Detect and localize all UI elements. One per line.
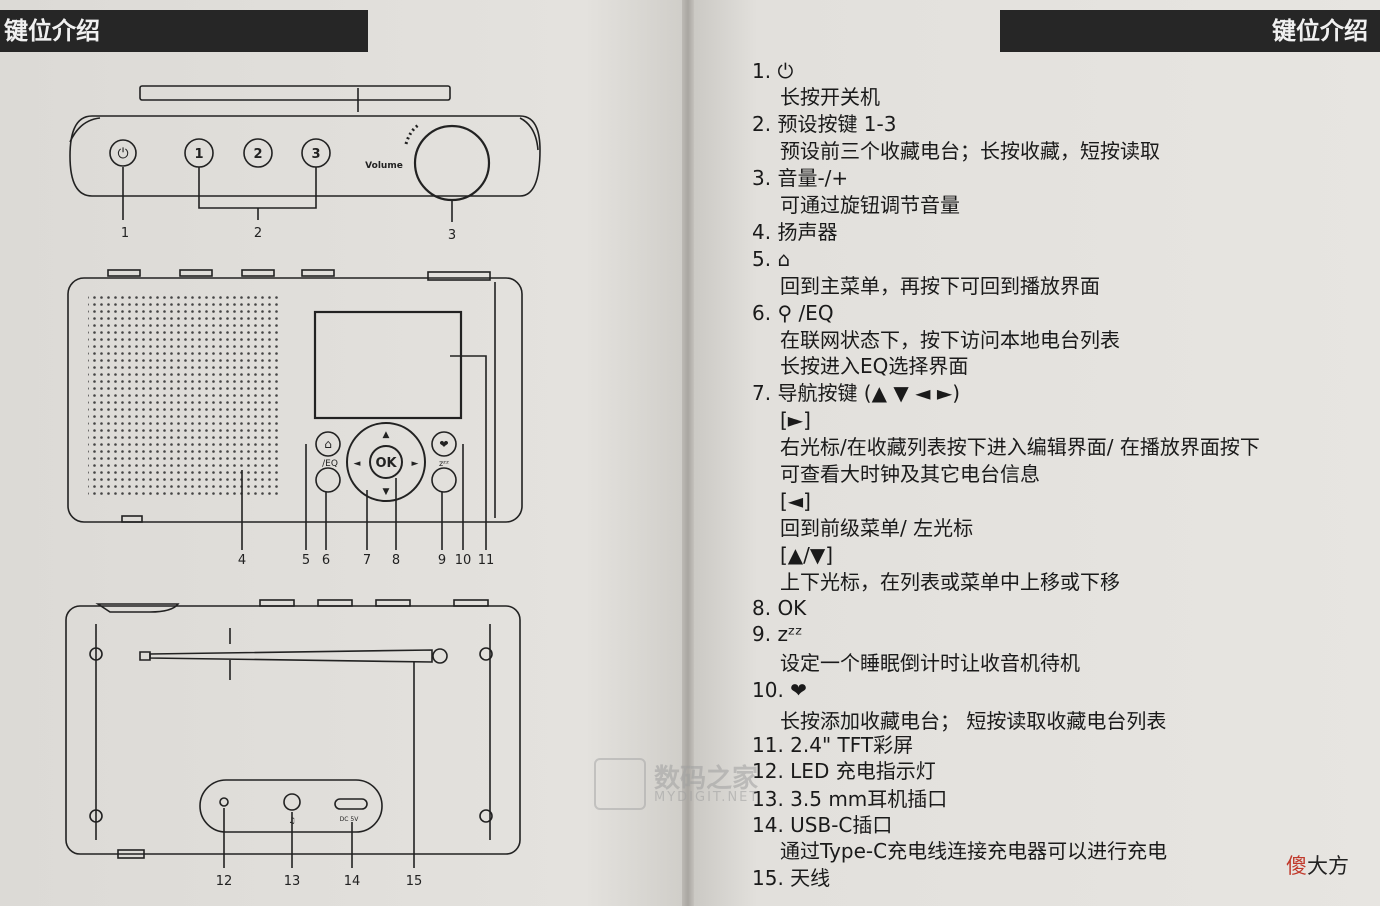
port-panel	[199, 779, 383, 833]
preset-3-label: 3	[311, 147, 320, 162]
key-line: 13. 3.5 mm耳机插口	[752, 787, 948, 811]
key-line: 3. 音量-/+	[752, 166, 849, 190]
key-line: 可通过旋钮调节音量	[780, 193, 960, 217]
key-line: 通过Type-C充电线连接充电器可以进行充电	[780, 839, 1168, 863]
callout-12: 12	[216, 874, 233, 889]
callout-14: 14	[344, 874, 361, 889]
volume-label: Volume	[365, 161, 403, 171]
tft-screen	[313, 310, 463, 420]
favorite-button	[431, 431, 457, 457]
radio-diagrams: ⏻ 1 2 3 Volume 1 2 3 ⌂ /EQ ❤ zᶻᶻ OK ▲ ▼	[65, 85, 541, 889]
key-line: 长按开关机	[780, 85, 880, 109]
key-line: 回到前级菜单/ 左光标	[780, 516, 974, 540]
key-line: 10. ❤	[752, 678, 807, 702]
back-view-body	[65, 605, 521, 855]
right-page	[688, 0, 1380, 906]
sleep-button	[431, 467, 457, 493]
key-line: 9. zᶻᶻ	[752, 622, 803, 646]
key-line: 在联网状态下，按下访问本地电台列表	[780, 328, 1120, 352]
home-icon: ⌂	[324, 437, 332, 451]
preset-1-label: 1	[194, 147, 203, 162]
key-line: 14. USB-C插口	[752, 813, 893, 837]
left-page-header: 键位介绍	[0, 10, 368, 52]
right-page-header: 键位介绍	[1000, 10, 1380, 52]
watermark: 数码之家 MYDIGIT.NET	[594, 756, 794, 814]
callout-13: 13	[284, 874, 301, 889]
eq-button	[315, 467, 341, 493]
key-line: 12. LED 充电指示灯	[752, 759, 936, 783]
nav-up-icon: ▲	[383, 430, 390, 440]
key-line: 5. ⌂	[752, 247, 791, 271]
power-button-top	[109, 139, 137, 167]
speaker-grille	[88, 296, 282, 498]
led-indicator	[219, 797, 229, 807]
watermark-line1: 数码之家	[654, 764, 759, 794]
key-line: 2. 预设按键 1-3	[752, 112, 897, 136]
key-line: 上下光标，在列表或菜单中上移或下移	[780, 570, 1120, 594]
callout-11: 11	[478, 553, 495, 568]
key-line: 4. 扬声器	[752, 220, 838, 244]
heart-icon: ❤	[439, 438, 448, 451]
usb-c-port	[334, 798, 368, 810]
watermark-line2: MYDIGIT.NET	[654, 790, 760, 805]
antenna-tip	[139, 651, 151, 661]
key-line: [◄]	[780, 489, 811, 513]
key-line: 11. 2.4" TFT彩屏	[752, 733, 914, 757]
key-line: 15. 天线	[752, 866, 831, 890]
preset-2-button	[243, 138, 273, 168]
nav-left-icon: ◄	[354, 459, 361, 469]
key-line: [▲/▼]	[780, 543, 834, 567]
key-line: 长按进入EQ选择界面	[780, 354, 969, 378]
dc-label: DC 5V	[340, 816, 360, 823]
watermark-logo-icon	[594, 758, 646, 810]
volume-knob	[413, 124, 491, 202]
antenna-top	[139, 85, 451, 101]
corner-badge: 傻大方	[1286, 850, 1349, 880]
headphone-jack	[283, 793, 301, 811]
callout-10: 10	[455, 553, 472, 568]
nav-down-icon: ▼	[383, 487, 390, 497]
badge-part2: 大方	[1307, 854, 1349, 878]
nav-pad	[346, 422, 426, 502]
sleep-icon: zᶻᶻ	[439, 459, 449, 468]
key-line: 可查看大时钟及其它电台信息	[780, 462, 1040, 486]
key-line: 1. ⏻	[752, 59, 794, 83]
callout-2: 2	[254, 226, 262, 241]
callout-5: 5	[302, 553, 310, 568]
callout-1: 1	[121, 226, 129, 241]
power-icon: ⏻	[117, 146, 128, 162]
key-line: 6. ⚲ /EQ	[752, 301, 834, 325]
nav-right-icon: ►	[412, 459, 419, 469]
badge-part1: 傻	[1286, 854, 1307, 878]
headphone-icon: ♫	[288, 816, 295, 825]
callout-15: 15	[406, 874, 423, 889]
key-line: 长按添加收藏电台； 短按读取收藏电台列表	[780, 709, 1167, 733]
key-line: 预设前三个收藏电台；长按收藏，短按读取	[780, 139, 1160, 163]
ok-button	[369, 445, 403, 479]
antenna-rod	[149, 649, 433, 663]
callout-6: 6	[322, 553, 330, 568]
front-view-diagram	[67, 269, 523, 550]
callout-8: 8	[392, 553, 400, 568]
home-button	[315, 431, 341, 457]
callout-9: 9	[438, 553, 446, 568]
key-line: 7. 导航按键 (▲ ▼ ◄ ►)	[752, 381, 960, 405]
book-gutter	[682, 0, 694, 906]
key-line: 回到主菜单，再按下可回到播放界面	[780, 274, 1100, 298]
preset-2-label: 2	[253, 147, 262, 162]
front-view-body	[67, 277, 523, 523]
callout-3: 3	[448, 228, 456, 243]
key-line: 设定一个睡眠倒计时让收音机待机	[780, 651, 1080, 675]
key-line: 右光标/在收藏列表按下进入编辑界面/ 在播放界面按下	[780, 435, 1260, 459]
ok-label: OK	[375, 456, 397, 471]
eq-label: /EQ	[322, 459, 338, 469]
callout-4: 4	[238, 553, 246, 568]
key-line: 8. OK	[752, 596, 807, 620]
callout-7: 7	[363, 553, 371, 568]
key-line: [►]	[780, 408, 811, 432]
top-view-diagram	[69, 85, 541, 222]
antenna-pivot	[432, 648, 448, 664]
back-view-diagram	[65, 599, 521, 868]
top-view-body	[69, 115, 541, 197]
